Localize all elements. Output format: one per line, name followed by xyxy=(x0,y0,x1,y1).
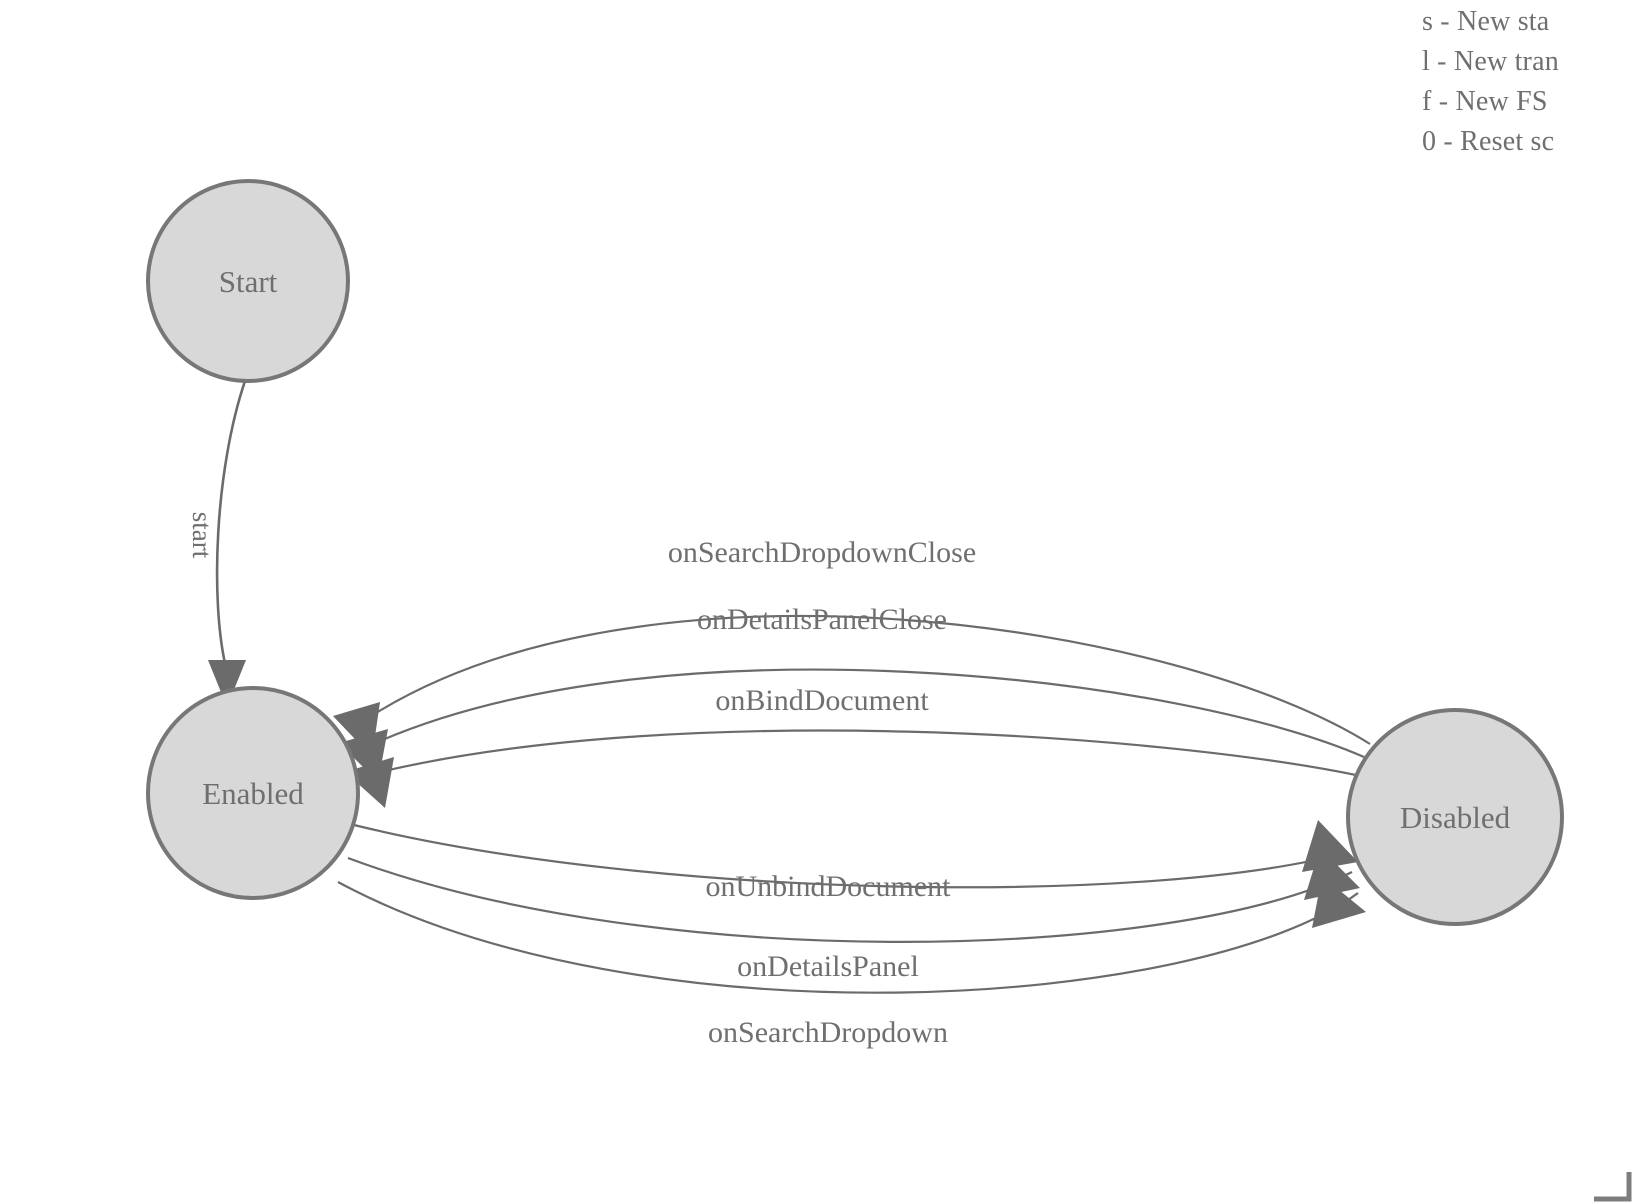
edge-details-panel[interactable] xyxy=(347,856,1353,943)
arrowhead-search-dropdown xyxy=(1312,876,1366,928)
canvas-corner-handle[interactable] xyxy=(1594,1172,1632,1202)
state-circle-disabled[interactable] xyxy=(1346,708,1564,926)
arrowhead-details-panel xyxy=(1304,848,1360,900)
state-circle-enabled[interactable] xyxy=(146,686,360,900)
edge-bind-document[interactable] xyxy=(375,729,1357,777)
state-node-start[interactable]: Start xyxy=(146,179,350,383)
arrowhead-unbind-document xyxy=(1302,820,1358,872)
state-circle-start[interactable] xyxy=(146,179,350,383)
state-label-enabled: Enabled xyxy=(202,776,304,811)
edge-search-dropdown-close[interactable] xyxy=(364,614,1371,745)
edge-label-start: start xyxy=(187,512,217,559)
edge-label-search-dropdown-close: onSearchDropdownClose xyxy=(668,536,976,569)
edge-details-panel-close[interactable] xyxy=(370,668,1365,759)
edge-label-details-panel: onDetailsPanel xyxy=(737,950,919,983)
edge-label-search-dropdown: onSearchDropdown xyxy=(708,1016,948,1049)
edge-start-to-enabled[interactable] xyxy=(215,380,247,669)
edge-unbind-document[interactable] xyxy=(353,823,1349,889)
edge-label-details-panel-close: onDetailsPanelClose xyxy=(697,603,947,636)
state-label-start: Start xyxy=(219,264,278,299)
edge-label-unbind-document: onUnbindDocument xyxy=(706,870,952,903)
state-label-disabled: Disabled xyxy=(1400,800,1511,835)
edge-label-bind-document: onBindDocument xyxy=(715,684,929,717)
state-node-disabled[interactable]: Disabled xyxy=(1346,708,1564,926)
arrowhead-start-to-enabled xyxy=(208,660,246,707)
state-node-enabled[interactable]: Enabled xyxy=(146,686,360,900)
edge-search-dropdown[interactable] xyxy=(337,881,1359,994)
